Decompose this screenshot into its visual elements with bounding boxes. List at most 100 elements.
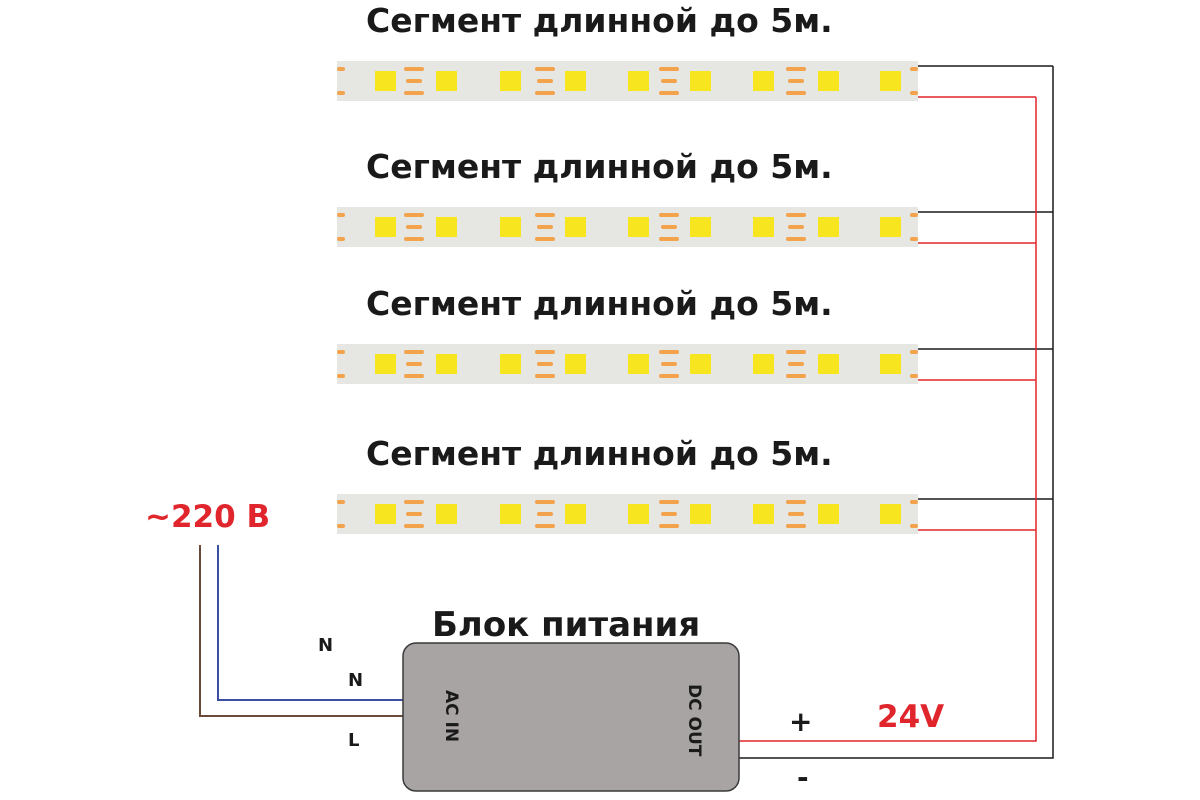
end-pad [337,91,345,95]
solder-pad [659,500,679,504]
solder-pad [537,362,553,366]
led-chip [690,71,711,91]
solder-pad [659,524,679,528]
solder-pad [404,91,424,95]
led-chip [500,504,521,524]
segment-1-title: Сегмент длинной до 5м. [366,1,833,40]
power-supply-title: Блок питания [432,605,700,645]
end-pad [337,500,345,504]
led-chip [436,217,457,237]
dc-out-label: DC OUT [684,684,704,757]
led-chip [690,504,711,524]
led-chip [565,217,586,237]
solder-pad [406,225,422,229]
solder-pad [537,512,553,516]
output-voltage-label: 24V [877,699,944,735]
end-pad [337,374,345,378]
solder-pad [406,79,422,83]
solder-pad [404,237,424,241]
solder-pad [786,213,806,217]
end-pad [910,213,918,217]
solder-pad [788,512,804,516]
solder-pad [535,237,555,241]
end-pad [910,350,918,354]
plus-label: + [789,705,812,738]
segment-3-title: Сегмент длинной до 5м. [366,284,833,323]
end-pad [910,500,918,504]
solder-pad [404,524,424,528]
power-supply-box [402,642,740,792]
solder-pad [404,67,424,71]
end-pad [337,213,345,217]
solder-pad [788,79,804,83]
led-strip-4 [337,494,918,534]
solder-pad [535,350,555,354]
solder-pad [661,512,677,516]
minus-label: - [797,761,809,794]
solder-pad [535,500,555,504]
led-chip [753,504,774,524]
led-chip [818,217,839,237]
ac-in-label: AC IN [441,690,461,742]
led-strip-3 [337,344,918,384]
led-chip [753,354,774,374]
led-chip [500,354,521,374]
led-strip-2 [337,207,918,247]
end-pad [337,524,345,528]
led-chip [436,71,457,91]
live-wire [199,545,404,717]
led-chip [436,354,457,374]
end-pad [910,91,918,95]
solder-pad [786,500,806,504]
negative-bus [739,66,1054,759]
solder-pad [404,500,424,504]
solder-pad [659,237,679,241]
mains-voltage-label: ~220 В [145,499,270,535]
neutral-wire [217,545,404,701]
solder-pad [661,225,677,229]
positive-bus [739,97,1037,742]
solder-pad [659,67,679,71]
led-chip [375,504,396,524]
led-chip [500,71,521,91]
led-chip [436,504,457,524]
end-pad [910,237,918,241]
solder-pad [535,374,555,378]
led-strips [337,61,918,534]
led-chip [565,504,586,524]
end-pad [337,350,345,354]
solder-pad [786,91,806,95]
led-chip [753,71,774,91]
end-pad [337,67,345,71]
end-pad [910,374,918,378]
solder-pad [661,362,677,366]
solder-pad [535,524,555,528]
led-chip [880,504,901,524]
solder-pad [659,350,679,354]
led-chip [628,504,649,524]
mains-wiring [199,545,404,717]
led-chip [628,217,649,237]
wire-label-l: L [348,730,359,751]
solder-pad [788,362,804,366]
led-chip [880,71,901,91]
led-chip [375,71,396,91]
solder-pad [535,91,555,95]
wire-label-n-outer: N [318,635,333,656]
solder-pad [786,350,806,354]
led-chip [565,71,586,91]
wire-label-n: N [348,670,363,691]
solder-pad [535,213,555,217]
led-strip-1 [337,61,918,101]
led-chip [375,354,396,374]
solder-pad [406,512,422,516]
led-chip [690,217,711,237]
led-chip [628,71,649,91]
solder-pad [786,524,806,528]
end-pad [910,67,918,71]
solder-pad [535,67,555,71]
solder-pad [661,79,677,83]
solder-pad [786,237,806,241]
led-chip [818,504,839,524]
segment-2-title: Сегмент длинной до 5м. [366,147,833,186]
